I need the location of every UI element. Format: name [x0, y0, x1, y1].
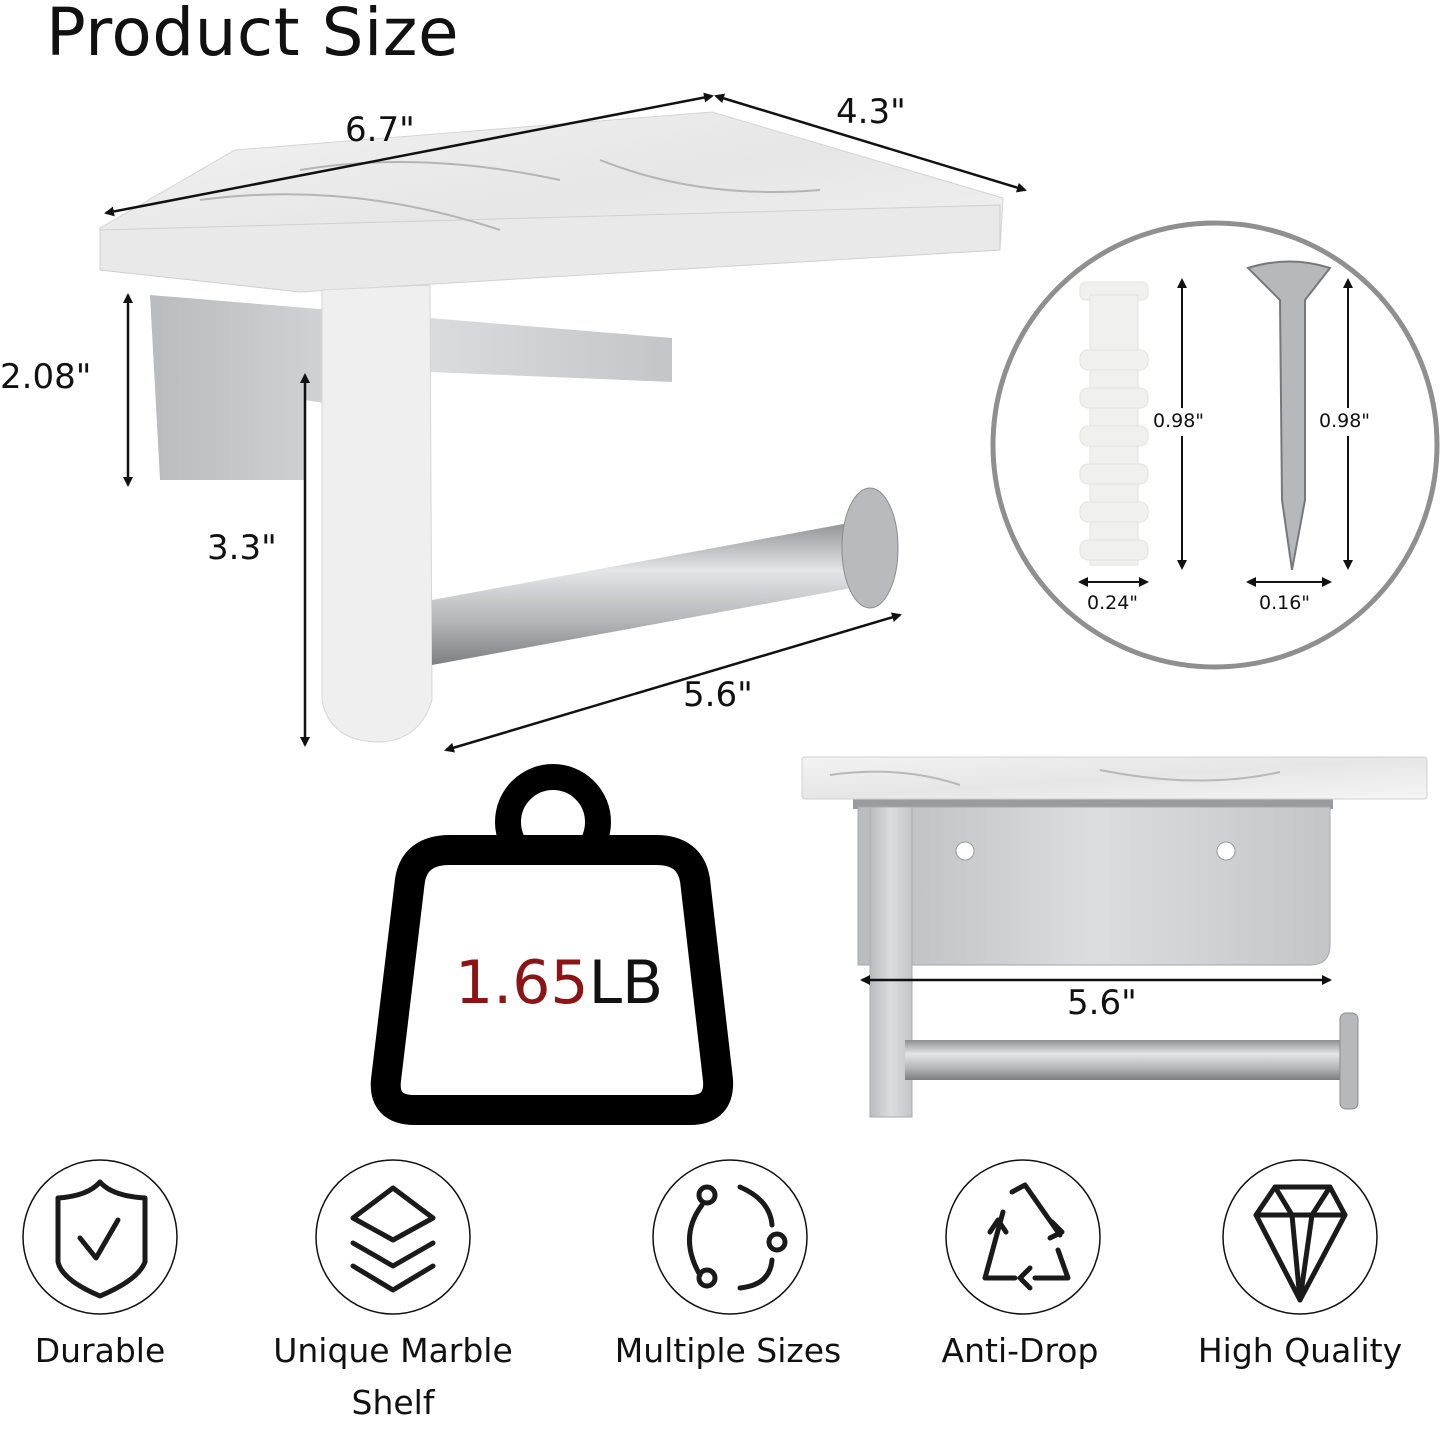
cycle-nodes-icon: [687, 1184, 788, 1291]
feature-label-quality: High Quality: [1197, 1331, 1403, 1370]
anchor-length-label: 0.98": [1153, 410, 1205, 432]
page-title: Product Size: [46, 0, 460, 71]
weight-icon: [370, 764, 734, 1125]
feature-label-sizes: Multiple Sizes: [614, 1331, 842, 1370]
feature-circle-sizes: [652, 1159, 808, 1315]
screw-length-label: 0.98": [1319, 410, 1371, 432]
hardware-detail: [990, 220, 1440, 670]
layers-icon: [350, 1185, 436, 1293]
holder-back-view: [801, 756, 1428, 1118]
back-view-width-label: 5.6": [1067, 983, 1137, 1023]
feature-label-durable: Durable: [34, 1331, 166, 1370]
feature-label-marble: Unique Marble Shelf: [273, 1331, 513, 1422]
recycle-icon: [982, 1182, 1071, 1291]
feature-circle-quality: [1222, 1159, 1378, 1315]
holder-main-view: [99, 92, 1027, 753]
feature-label-antidrop: Anti-Drop: [941, 1331, 1099, 1370]
arm-height-label: 3.3": [207, 528, 277, 568]
shelf-depth-label: 4.3": [836, 92, 906, 132]
weight-value: 1.65: [455, 948, 589, 1018]
feature-circle-antidrop: [945, 1159, 1101, 1315]
diamond-icon: [1253, 1184, 1348, 1303]
roll-bar-length-label: 5.6": [683, 675, 753, 715]
shelf-length-label: 6.7": [345, 110, 415, 150]
weight-label: 1.65LB: [455, 948, 663, 1018]
feature-circle-marble: [315, 1159, 471, 1315]
screw-width-label: 0.16": [1259, 592, 1311, 614]
shield-check-icon: [55, 1179, 148, 1299]
anchor-width-label: 0.24": [1087, 592, 1139, 614]
bracket-height-label: 2.08": [0, 357, 92, 397]
feature-circle-durable: [22, 1159, 178, 1315]
weight-unit: LB: [588, 948, 664, 1018]
